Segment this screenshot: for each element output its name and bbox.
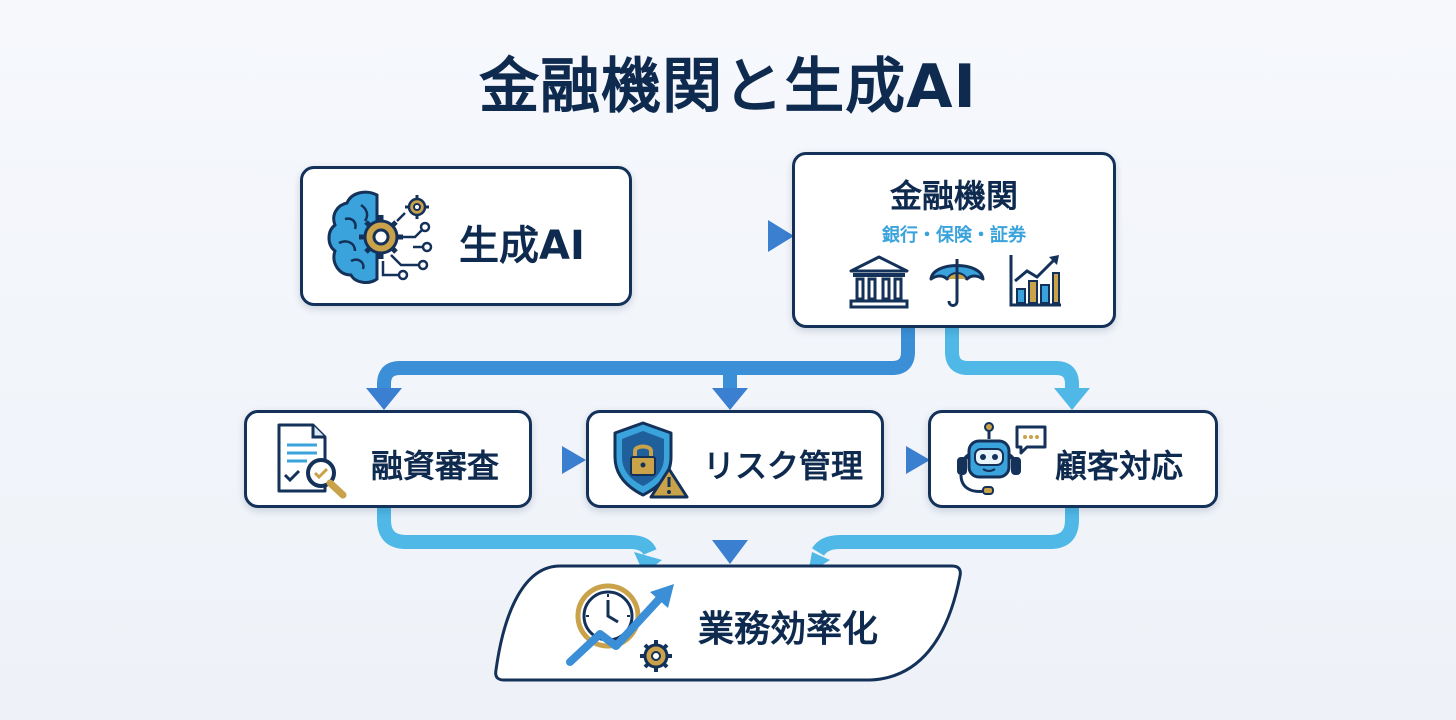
efficiency-label: 業務効率化 <box>698 609 879 650</box>
arrow-loan-to-eff <box>377 508 657 556</box>
bank-icon <box>849 255 909 309</box>
arrow-fin-to-cs <box>945 328 1079 392</box>
robot-headset-icon <box>957 422 1047 495</box>
genai-node: 生成AI <box>300 166 632 306</box>
financial-institution-node: 金融機関 銀行・保険・証券 <box>792 152 1116 328</box>
bar-chart-icon <box>1009 255 1061 307</box>
financial-institution-label: 金融機関 <box>889 177 1018 215</box>
brain-gear-icon <box>327 190 433 284</box>
shield-lock-warning-icon <box>613 421 689 499</box>
clock-growth-gear-icon <box>566 583 674 672</box>
arrow-fin-to-loan <box>377 328 915 392</box>
financial-institution-sub: 銀行・保険・証券 <box>882 225 1026 246</box>
risk-management-node: リスク管理 <box>586 410 884 508</box>
loan-screening-label: 融資審査 <box>371 447 500 485</box>
genai-label: 生成AI <box>459 223 585 269</box>
document-search-icon <box>277 423 347 499</box>
customer-service-node: 顧客対応 <box>928 410 1218 508</box>
customer-service-label: 顧客対応 <box>1055 447 1184 485</box>
efficiency-node: 業務効率化 <box>490 562 970 686</box>
loan-screening-node: 融資審査 <box>244 410 532 508</box>
page-title: 金融機関と生成AI <box>479 52 977 122</box>
umbrella-icon <box>929 259 985 307</box>
risk-management-label: リスク管理 <box>703 447 864 485</box>
arrow-cs-to-eff <box>811 508 1079 557</box>
